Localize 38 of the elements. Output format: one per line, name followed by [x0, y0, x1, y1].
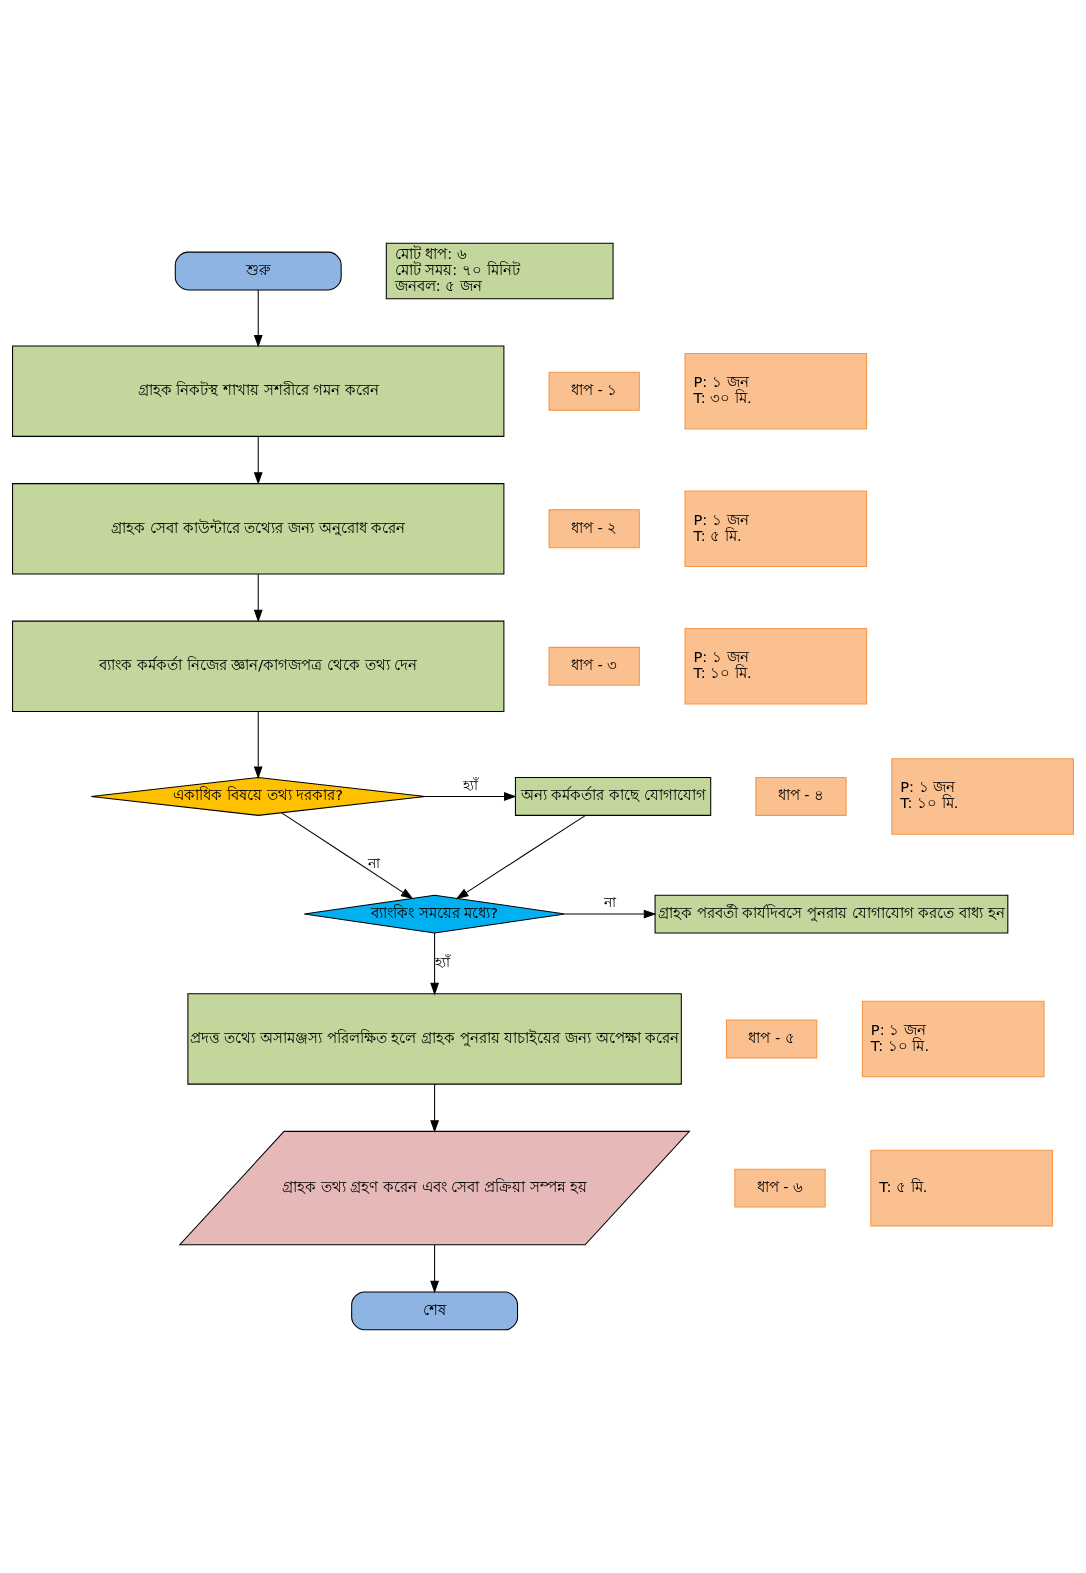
node-box: P: ১ জন T: ১০ মি.: [684, 627, 868, 705]
node-box: P: ১ জন T: ৫ মি.: [684, 490, 868, 568]
node-box: ধাপ - ৪: [755, 777, 847, 816]
edge-label: হ্যাঁ: [462, 776, 478, 793]
node-box: P: ১ জন T: ১০ মি.: [861, 1000, 1045, 1078]
node-box: ধাপ - ৩: [548, 646, 640, 686]
node-box: ধাপ - ৬: [734, 1168, 826, 1208]
node-box: ব্যাংক কর্মকর্তা নিজের জ্ঞান/কাগজপত্র থেকে তথ্য দেন: [12, 620, 505, 712]
node-diamond: একাধিক বিষয়ে তথ্য দরকার?: [90, 777, 426, 816]
edge-label: না: [603, 894, 616, 911]
node-box: ধাপ - ১: [548, 371, 640, 411]
node-box: গ্রাহক নিকটস্থ শাখায় সশরীরে গমন করেন: [12, 345, 505, 437]
arrow: [281, 812, 414, 900]
node-box: প্রদত্ত তথ্যে অসামঞ্জস্য পরিলক্ষিত হলে গ্রাহক পুনরায় যাচাইয়ের জন্য অপেক্ষা করেন: [187, 993, 682, 1085]
edge-label: হ্যাঁ: [434, 953, 450, 970]
arrow: [253, 573, 263, 623]
node-box: শুরু: [174, 251, 342, 291]
arrow: [424, 792, 517, 801]
arrow: [253, 436, 263, 485]
node-box: P: ১ জন T: ১০ মি.: [891, 758, 1074, 835]
arrow: [455, 815, 586, 900]
node-box: ধাপ - ২: [548, 509, 640, 549]
node-box: P: ১ জন T: ৩০ মি.: [684, 352, 868, 430]
node-box: T: ৫ মি.: [870, 1149, 1053, 1227]
arrow: [430, 1244, 440, 1294]
node-box: ধাপ - ৫: [725, 1019, 818, 1059]
edge-label: না: [367, 855, 380, 872]
arrow: [430, 932, 440, 996]
node-box: গ্রাহক পরবর্তী কার্যদিবসে পুনরায় যোগাযোগ করতে বাধ্য হন: [654, 894, 1009, 934]
node-box: গ্রাহক সেবা কাউন্টারে তথ্যের জন্য অনুরোধ করেন: [12, 483, 505, 575]
node-box: অন্য কর্মকর্তার কাছে যোগাযোগ: [514, 777, 712, 816]
node-box: শেষ: [351, 1291, 519, 1331]
arrow: [430, 1083, 440, 1133]
arrow: [564, 909, 657, 919]
node-diamond: ব্যাংকিং সময়ের মধ্যে?: [303, 894, 566, 934]
arrow: [253, 711, 263, 779]
node-box: মোট ধাপ: ৬ মোট সময়: ৭০ মিনিট জনবল: ৫ জন: [385, 242, 614, 300]
arrow: [253, 289, 263, 348]
